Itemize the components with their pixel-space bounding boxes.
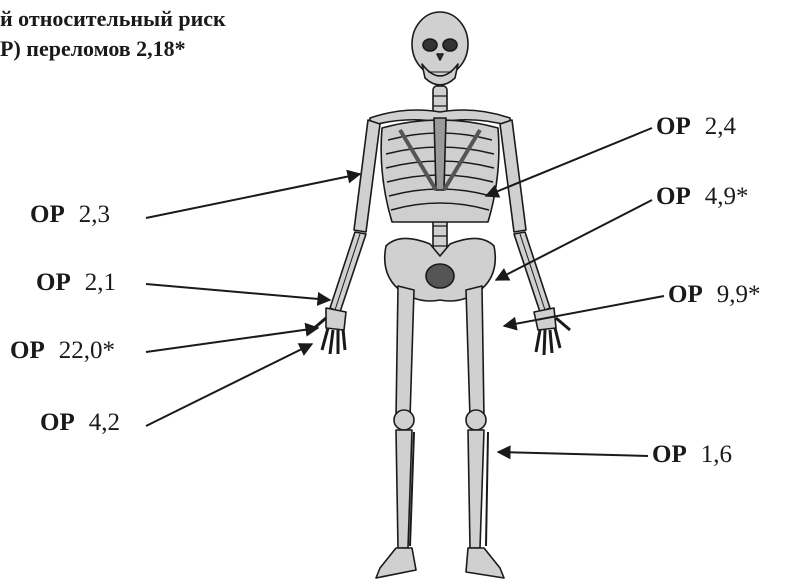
arrow-or-1-6 <box>498 452 648 456</box>
right-humerus <box>500 120 526 232</box>
arrow-or-2-3 <box>146 174 360 218</box>
arrow-or-9-9 <box>504 296 664 326</box>
left-humerus <box>354 120 380 232</box>
left-hand <box>312 308 346 354</box>
arrow-or-2-1 <box>146 284 330 300</box>
right-femur <box>466 286 484 418</box>
skeleton-figure <box>312 12 570 578</box>
right-foot <box>466 548 504 578</box>
ribcage <box>381 118 499 222</box>
arrow-or-22-0 <box>146 328 318 352</box>
left-foot <box>376 548 416 578</box>
right-tibia <box>468 430 484 548</box>
left-femur <box>396 286 414 418</box>
skull <box>412 12 468 85</box>
arrow-or-4-2 <box>146 344 312 426</box>
